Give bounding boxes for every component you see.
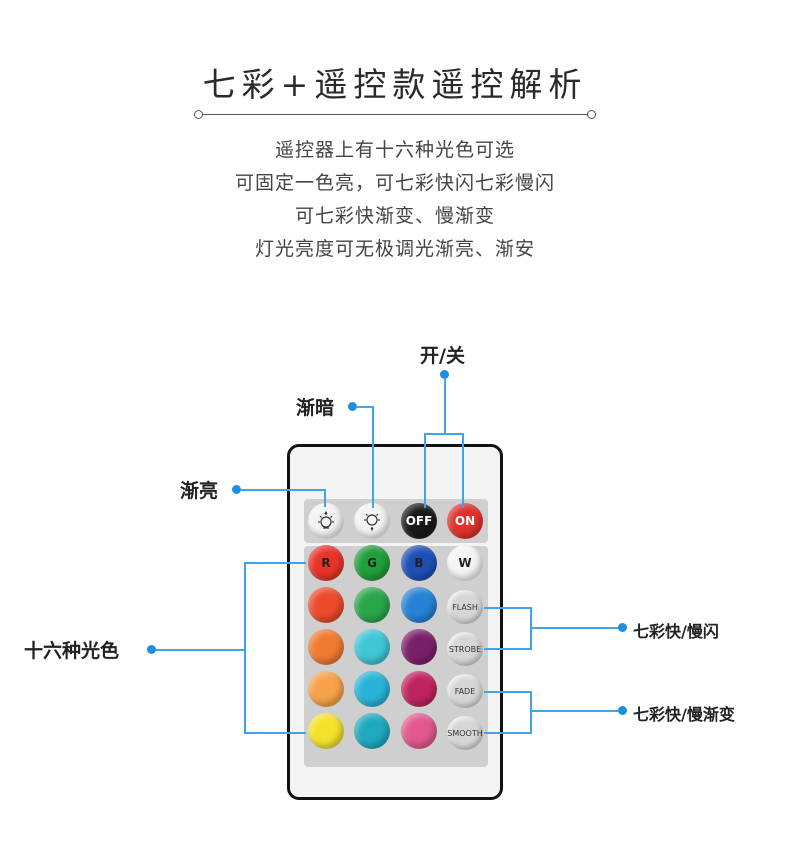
color-button[interactable] bbox=[308, 587, 344, 623]
color-button[interactable] bbox=[401, 713, 437, 749]
color-button[interactable] bbox=[354, 671, 390, 707]
color-button[interactable] bbox=[401, 629, 437, 665]
fade-smooth-callout-label: 七彩快/慢渐变 bbox=[633, 705, 735, 724]
description-line: 灯光亮度可无极调光渐亮、渐安 bbox=[254, 238, 535, 260]
color-button-red[interactable]: R bbox=[308, 545, 344, 581]
callout-line bbox=[424, 433, 426, 508]
title-divider bbox=[194, 110, 596, 119]
color-button[interactable] bbox=[354, 587, 390, 623]
color-button[interactable] bbox=[401, 671, 437, 707]
flash-strobe-callout-label: 七彩快/慢闪 bbox=[633, 622, 719, 641]
callout-line bbox=[530, 627, 620, 629]
callout-line bbox=[155, 649, 245, 651]
color-button[interactable] bbox=[354, 713, 390, 749]
dim-bulb-icon bbox=[364, 513, 380, 531]
brighten-button[interactable] bbox=[308, 503, 344, 539]
callout-line bbox=[530, 710, 620, 712]
on-button[interactable]: ON bbox=[447, 503, 483, 539]
divider-right-circle bbox=[587, 110, 596, 119]
description-line: 可七彩快渐变、慢渐变 bbox=[294, 205, 495, 227]
page-title: 七彩+遥控款遥控解析 bbox=[202, 65, 588, 104]
color-button[interactable] bbox=[354, 629, 390, 665]
off-button[interactable]: OFF bbox=[401, 503, 437, 539]
brighten-bulb-icon bbox=[318, 511, 334, 529]
color-button-blue[interactable]: B bbox=[401, 545, 437, 581]
callout-line bbox=[484, 607, 532, 609]
dim-button[interactable] bbox=[354, 503, 390, 539]
description-line: 遥控器上有十六种光色可选 bbox=[274, 139, 515, 161]
color-button-white[interactable]: W bbox=[447, 545, 483, 581]
callout-line bbox=[462, 433, 464, 508]
callout-line bbox=[530, 691, 532, 734]
color-button[interactable] bbox=[308, 671, 344, 707]
callout-line bbox=[424, 433, 464, 435]
brighten-callout-label: 渐亮 bbox=[180, 480, 219, 502]
dim-callout-label: 渐暗 bbox=[296, 397, 335, 419]
sixteen-colors-callout-label: 十六种光色 bbox=[24, 640, 120, 662]
divider-left-circle bbox=[194, 110, 203, 119]
strobe-button[interactable]: STROBE bbox=[447, 632, 483, 666]
callout-line bbox=[244, 732, 306, 734]
power-callout-label: 开/关 bbox=[420, 345, 465, 367]
power-callout-dot bbox=[440, 370, 449, 379]
description-line: 可固定一色亮，可七彩快闪七彩慢闪 bbox=[234, 172, 555, 194]
callout-line bbox=[356, 406, 374, 408]
dim-callout-dot bbox=[348, 402, 357, 411]
callout-line bbox=[372, 406, 374, 508]
callout-line bbox=[484, 648, 532, 650]
color-button-green[interactable]: G bbox=[354, 545, 390, 581]
callout-line bbox=[240, 489, 326, 491]
fade-button[interactable]: FADE bbox=[447, 674, 483, 708]
color-button[interactable] bbox=[308, 713, 344, 749]
callout-line bbox=[484, 691, 532, 693]
callout-line bbox=[324, 489, 326, 507]
brighten-callout-dot bbox=[232, 485, 241, 494]
sixteen-colors-callout-dot bbox=[147, 645, 156, 654]
callout-line bbox=[484, 732, 532, 734]
flash-button[interactable]: FLASH bbox=[447, 590, 483, 624]
color-button[interactable] bbox=[308, 629, 344, 665]
callout-line bbox=[244, 562, 306, 564]
callout-line bbox=[444, 378, 446, 434]
description-block: 遥控器上有十六种光色可选 可固定一色亮，可七彩快闪七彩慢闪 可七彩快渐变、慢渐变… bbox=[0, 134, 790, 266]
callout-line bbox=[244, 562, 246, 734]
fade-smooth-callout-dot bbox=[618, 706, 627, 715]
smooth-button[interactable]: SMOOTH bbox=[447, 716, 483, 750]
color-button[interactable] bbox=[401, 587, 437, 623]
flash-strobe-callout-dot bbox=[618, 623, 627, 632]
